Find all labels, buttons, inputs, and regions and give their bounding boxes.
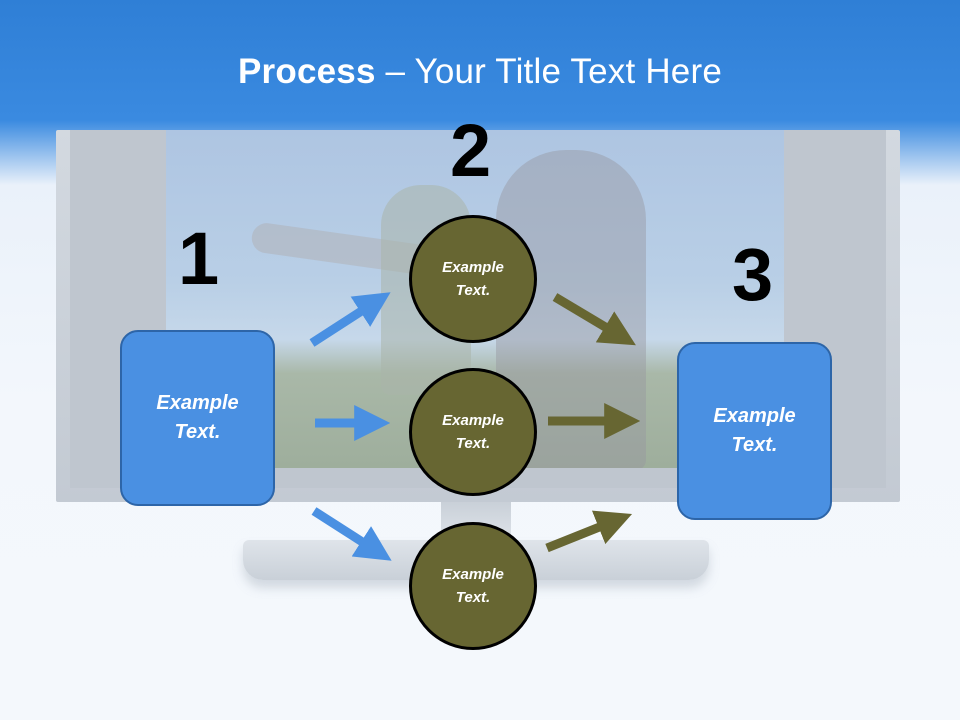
right-step-box: Example Text. xyxy=(677,342,832,520)
step-number-1: 1 xyxy=(178,217,220,300)
circle-top-line2: Text. xyxy=(455,282,491,299)
circle-middle: Example Text. xyxy=(409,368,537,496)
step-number-2: 2 xyxy=(450,109,492,192)
arrow-left-to-top xyxy=(309,292,391,347)
left-step-box: Example Text. xyxy=(120,330,275,506)
circle-bottom-line2: Text. xyxy=(455,589,491,606)
step-number-3: 3 xyxy=(732,233,774,316)
arrow-left-to-bottom xyxy=(311,507,392,561)
right-box-line1: Example xyxy=(713,405,796,427)
slide-title: Process – Your Title Text Here xyxy=(0,52,960,92)
title-rest: – Your Title Text Here xyxy=(375,52,722,91)
circle-top: Example Text. xyxy=(409,215,537,343)
circle-top-line1: Example xyxy=(442,259,504,276)
left-box-line2: Text. xyxy=(174,421,221,443)
circle-bottom-line1: Example xyxy=(442,566,504,583)
arrow-bottom-to-right xyxy=(545,510,633,553)
circle-middle-line2: Text. xyxy=(455,435,491,452)
right-box-line2: Text. xyxy=(731,434,778,456)
title-bold: Process xyxy=(238,52,376,91)
left-box-line1: Example xyxy=(156,392,239,414)
circle-middle-line1: Example xyxy=(442,412,504,429)
circle-bottom: Example Text. xyxy=(409,522,537,650)
arrow-top-to-right xyxy=(552,293,636,346)
